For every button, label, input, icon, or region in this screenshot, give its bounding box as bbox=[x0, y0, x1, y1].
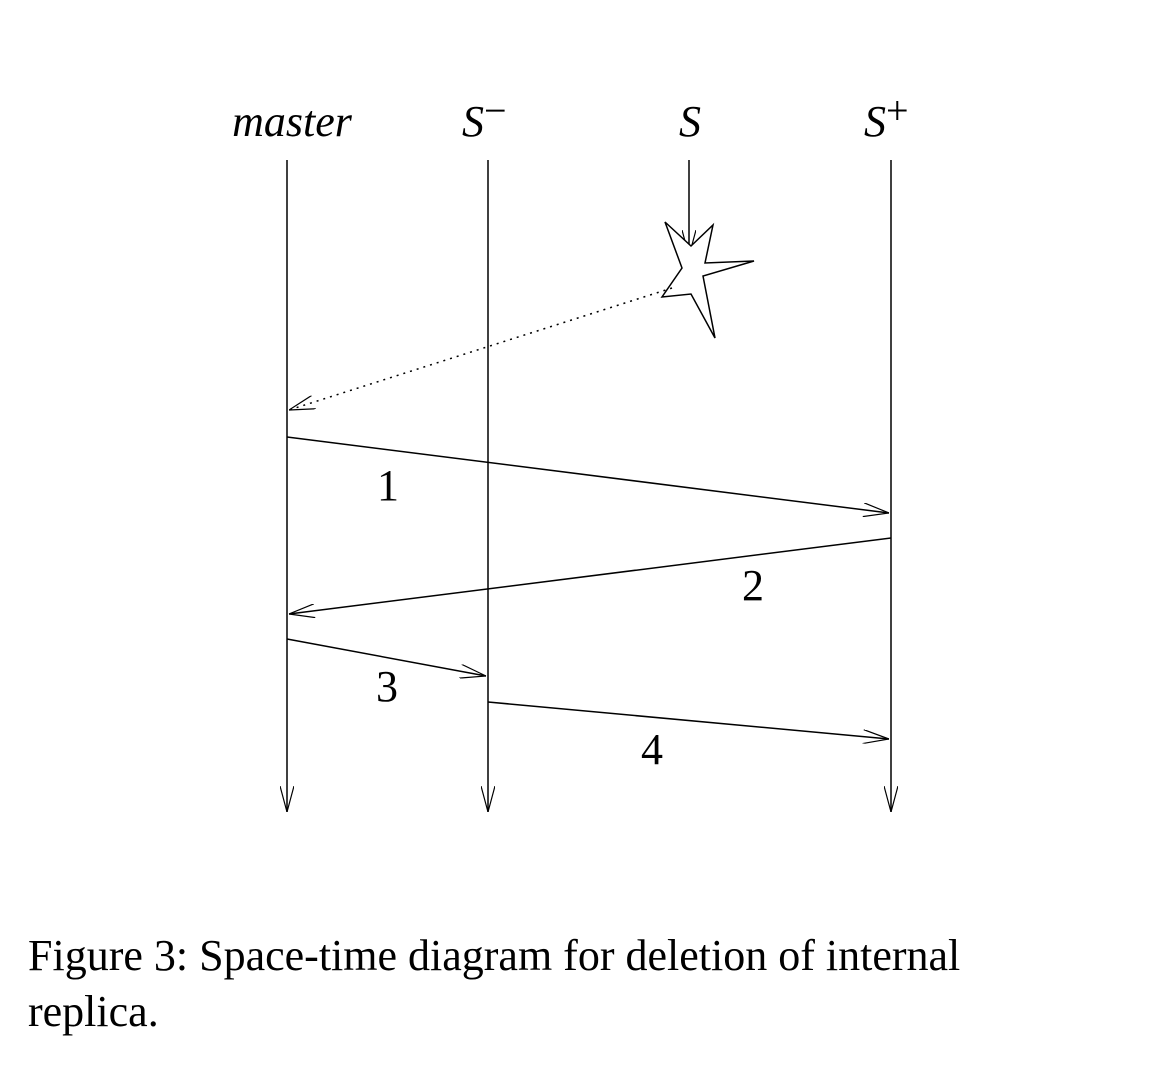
process-label-s: S bbox=[679, 97, 701, 146]
message-arrow-2 bbox=[289, 537, 892, 614]
message-label-2: 2 bbox=[742, 561, 764, 610]
message-label-3: 3 bbox=[376, 662, 398, 711]
figure-caption: Figure 3: Space-time diagram for deletio… bbox=[28, 928, 1148, 1040]
caption-text: Space-time diagram for deletion of inter… bbox=[28, 931, 961, 1036]
space-time-diagram: master S− S S+ 1 2 3 4 bbox=[232, 88, 909, 812]
failure-notification-arrow bbox=[289, 287, 673, 411]
crash-star-icon bbox=[660, 221, 755, 339]
message-arrow-3 bbox=[286, 638, 486, 676]
message-arrow-1 bbox=[286, 436, 889, 513]
process-name-s-minus: S bbox=[462, 97, 484, 146]
process-sign-minus: − bbox=[484, 88, 507, 133]
caption-prefix: Figure 3: bbox=[28, 931, 189, 980]
process-label-master: master bbox=[232, 97, 353, 146]
process-name-s-plus: S bbox=[864, 97, 886, 146]
message-arrow-4 bbox=[487, 701, 889, 739]
message-label-4: 4 bbox=[641, 725, 663, 774]
message-label-1: 1 bbox=[377, 461, 399, 510]
process-sign-plus: + bbox=[886, 88, 909, 133]
process-label-s-minus: S− bbox=[462, 88, 507, 146]
process-label-s-plus: S+ bbox=[864, 88, 909, 146]
